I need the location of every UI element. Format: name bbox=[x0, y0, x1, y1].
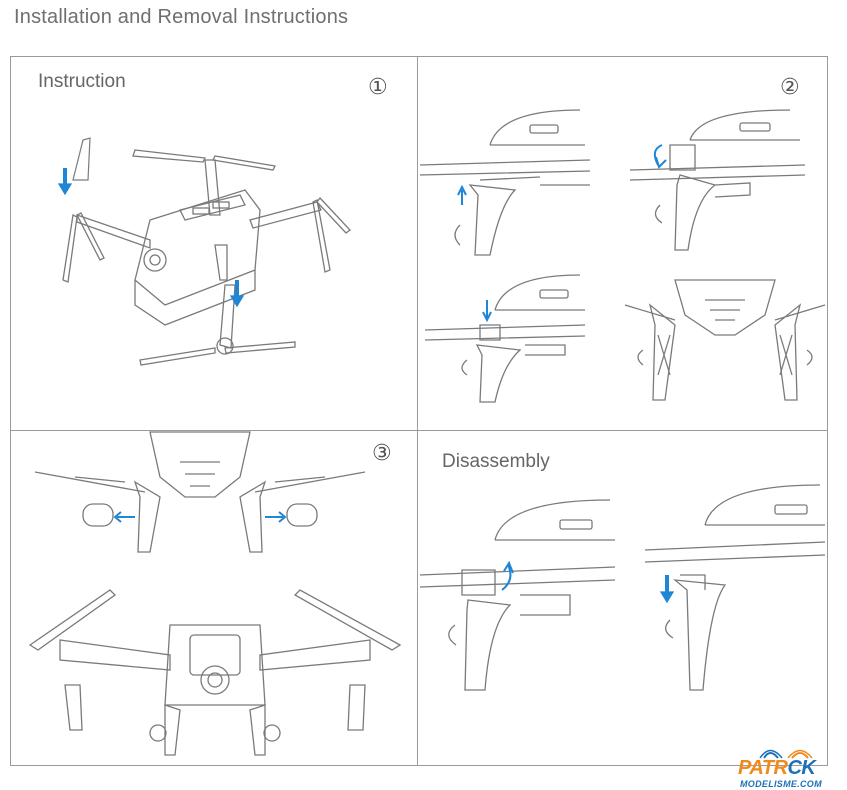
step-3-number: ③ bbox=[372, 440, 392, 465]
clip-pull-down-illustration bbox=[644, 480, 826, 695]
clip-insert-illustration-a bbox=[419, 105, 595, 265]
legs-attached-illustration bbox=[624, 275, 826, 405]
clip-rotate-illustration-a bbox=[629, 105, 815, 265]
clip-rotate-remove-illustration bbox=[419, 495, 620, 695]
drone-with-legs-illustration bbox=[28, 585, 402, 760]
logo-wordmark-part-a: PATR bbox=[738, 757, 788, 779]
grid-divider-vertical bbox=[417, 56, 418, 766]
step-1-number: ① bbox=[368, 74, 388, 99]
logo-wordmark-part-b: CK bbox=[787, 757, 816, 779]
signal-waves-icon bbox=[759, 749, 813, 759]
logo-subtitle: MODELISME.COM bbox=[740, 779, 822, 789]
page-title: Installation and Removal Instructions bbox=[14, 6, 349, 28]
clip-insert-illustration-b bbox=[424, 270, 590, 410]
legs-fold-illustration bbox=[34, 431, 366, 553]
step-2-number: ② bbox=[780, 74, 800, 99]
disassembly-label: Disassembly bbox=[442, 451, 550, 472]
patrick-modelisme-logo: PATRCK MODELISME.COM bbox=[738, 748, 844, 789]
drone-install-illustration bbox=[55, 120, 355, 380]
instruction-label: Instruction bbox=[38, 71, 126, 92]
instruction-grid bbox=[10, 56, 828, 766]
grid-divider-horizontal bbox=[10, 430, 828, 431]
logo-wordmark: PATRCK bbox=[738, 757, 816, 779]
